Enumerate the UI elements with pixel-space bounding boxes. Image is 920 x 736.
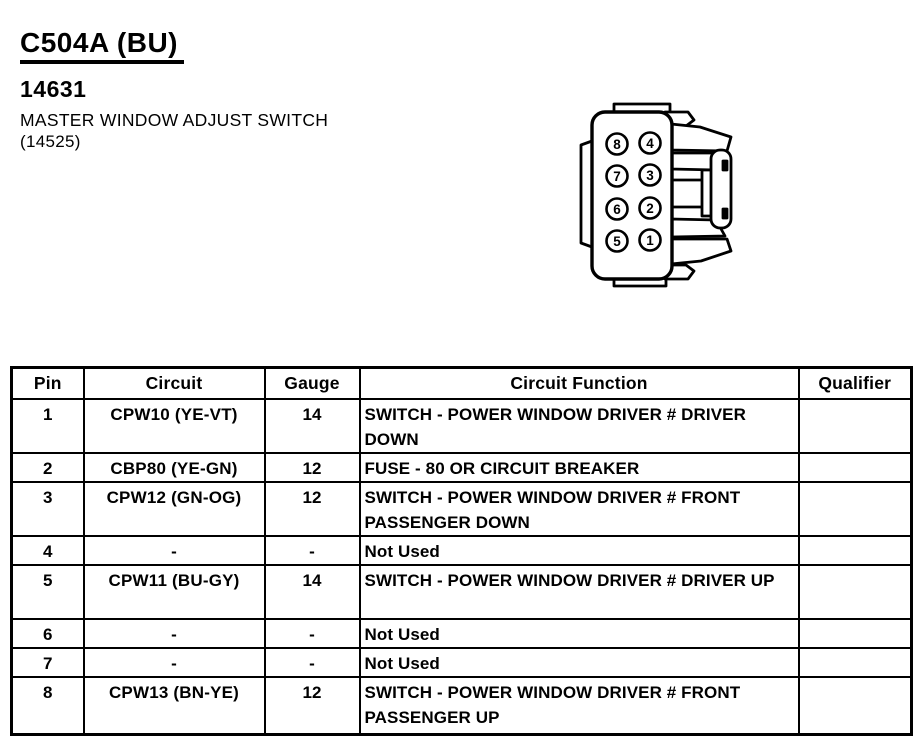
header-pin: Pin — [10, 366, 85, 400]
function-cell: Not Used — [358, 617, 800, 649]
qualifier-cell — [797, 397, 913, 454]
circuit-cell: CPW10 (YE-VT) — [82, 397, 266, 454]
table-row: 3 CPW12 (GN-OG) 12 SWITCH - POWER WINDOW… — [10, 480, 913, 537]
pin-3-circle — [638, 163, 662, 187]
pin-6-label: 6 — [613, 202, 621, 217]
qualifier-cell — [797, 480, 913, 537]
pin-4-circle — [638, 131, 662, 155]
qualifier-cell — [797, 534, 913, 566]
connector-face-diagram: 8 7 6 5 4 3 2 1 — [579, 102, 733, 288]
pin-3-label: 3 — [646, 168, 654, 183]
pin-8-label: 8 — [613, 137, 621, 152]
pin-cell: 2 — [10, 451, 85, 483]
circuit-cell: - — [82, 617, 266, 649]
pin-7-label: 7 — [613, 169, 621, 184]
pin-cell: 6 — [10, 617, 85, 649]
pin-cell: 5 — [10, 563, 85, 620]
table-row: 5 CPW11 (BU-GY) 14 SWITCH - POWER WINDOW… — [10, 563, 913, 620]
table-row: 6 - - Not Used — [10, 617, 913, 649]
circuit-cell: CPW12 (GN-OG) — [82, 480, 266, 537]
pin-cell: 3 — [10, 480, 85, 537]
connector-id-title: C504A (BU) — [20, 27, 184, 64]
circuit-cell: - — [82, 646, 266, 678]
pin-2-circle — [638, 196, 662, 220]
qualifier-cell — [797, 563, 913, 620]
pin-cell: 7 — [10, 646, 85, 678]
pin-6-circle — [605, 197, 629, 221]
table-row: 8 CPW13 (BN-YE) 12 SWITCH - POWER WINDOW… — [10, 675, 913, 736]
pin-4-label: 4 — [646, 136, 654, 151]
pin-8-circle — [605, 132, 629, 156]
header-qualifier: Qualifier — [797, 366, 913, 400]
pin-5-circle — [605, 229, 629, 253]
function-cell: SWITCH - POWER WINDOW DRIVER # FRONT PAS… — [358, 675, 800, 736]
component-reference: (14525) — [20, 132, 81, 151]
function-cell: FUSE - 80 OR CIRCUIT BREAKER — [358, 451, 800, 483]
header-circuit-function: Circuit Function — [358, 366, 800, 400]
function-cell: SWITCH - POWER WINDOW DRIVER # FRONT PAS… — [358, 480, 800, 537]
gauge-cell: 14 — [263, 563, 361, 620]
circuit-cell: CPW11 (BU-GY) — [82, 563, 266, 620]
qualifier-cell — [797, 617, 913, 649]
qualifier-cell — [797, 675, 913, 736]
connector-key-rect — [669, 178, 705, 209]
function-cell: Not Used — [358, 534, 800, 566]
circuit-cell: CBP80 (YE-GN) — [82, 451, 266, 483]
connector-lower-tab-b — [669, 237, 733, 266]
connector-upper-tab-a — [669, 122, 733, 153]
gauge-cell: 14 — [263, 397, 361, 454]
pin-2-label: 2 — [646, 201, 654, 216]
pin-5-label: 5 — [613, 234, 621, 249]
table-row: 2 CBP80 (YE-GN) 12 FUSE - 80 OR CIRCUIT … — [10, 451, 913, 483]
circuit-cell: CPW13 (BN-YE) — [82, 675, 266, 736]
table-row: 4 - - Not Used — [10, 534, 913, 566]
qualifier-cell — [797, 451, 913, 483]
table-row: 1 CPW10 (YE-VT) 14 SWITCH - POWER WINDOW… — [10, 397, 913, 454]
gauge-cell: 12 — [263, 451, 361, 483]
pin-1-label: 1 — [646, 233, 654, 248]
connector-latch-tick-top — [721, 159, 729, 172]
part-number: 14631 — [20, 76, 87, 102]
function-cell: SWITCH - POWER WINDOW DRIVER # DRIVER UP — [358, 563, 800, 620]
pinout-table: Pin Circuit Gauge Circuit Function Quali… — [10, 366, 913, 736]
component-name: MASTER WINDOW ADJUST SWITCH — [20, 110, 329, 130]
pin-cell: 4 — [10, 534, 85, 566]
pin-cell: 1 — [10, 397, 85, 454]
gauge-cell: - — [263, 617, 361, 649]
pin-1-circle — [638, 228, 662, 252]
gauge-cell: 12 — [263, 675, 361, 736]
pin-7-circle — [605, 164, 629, 188]
gauge-cell: - — [263, 646, 361, 678]
circuit-cell: - — [82, 534, 266, 566]
function-cell: Not Used — [358, 646, 800, 678]
connector-latch-tick-bottom — [721, 207, 729, 220]
header-gauge: Gauge — [263, 366, 361, 400]
gauge-cell: - — [263, 534, 361, 566]
gauge-cell: 12 — [263, 480, 361, 537]
table-row: 7 - - Not Used — [10, 646, 913, 678]
qualifier-cell — [797, 646, 913, 678]
table-header-row: Pin Circuit Gauge Circuit Function Quali… — [10, 366, 913, 400]
pin-cell: 8 — [10, 675, 85, 736]
header-circuit: Circuit — [82, 366, 266, 400]
function-cell: SWITCH - POWER WINDOW DRIVER # DRIVER DO… — [358, 397, 800, 454]
